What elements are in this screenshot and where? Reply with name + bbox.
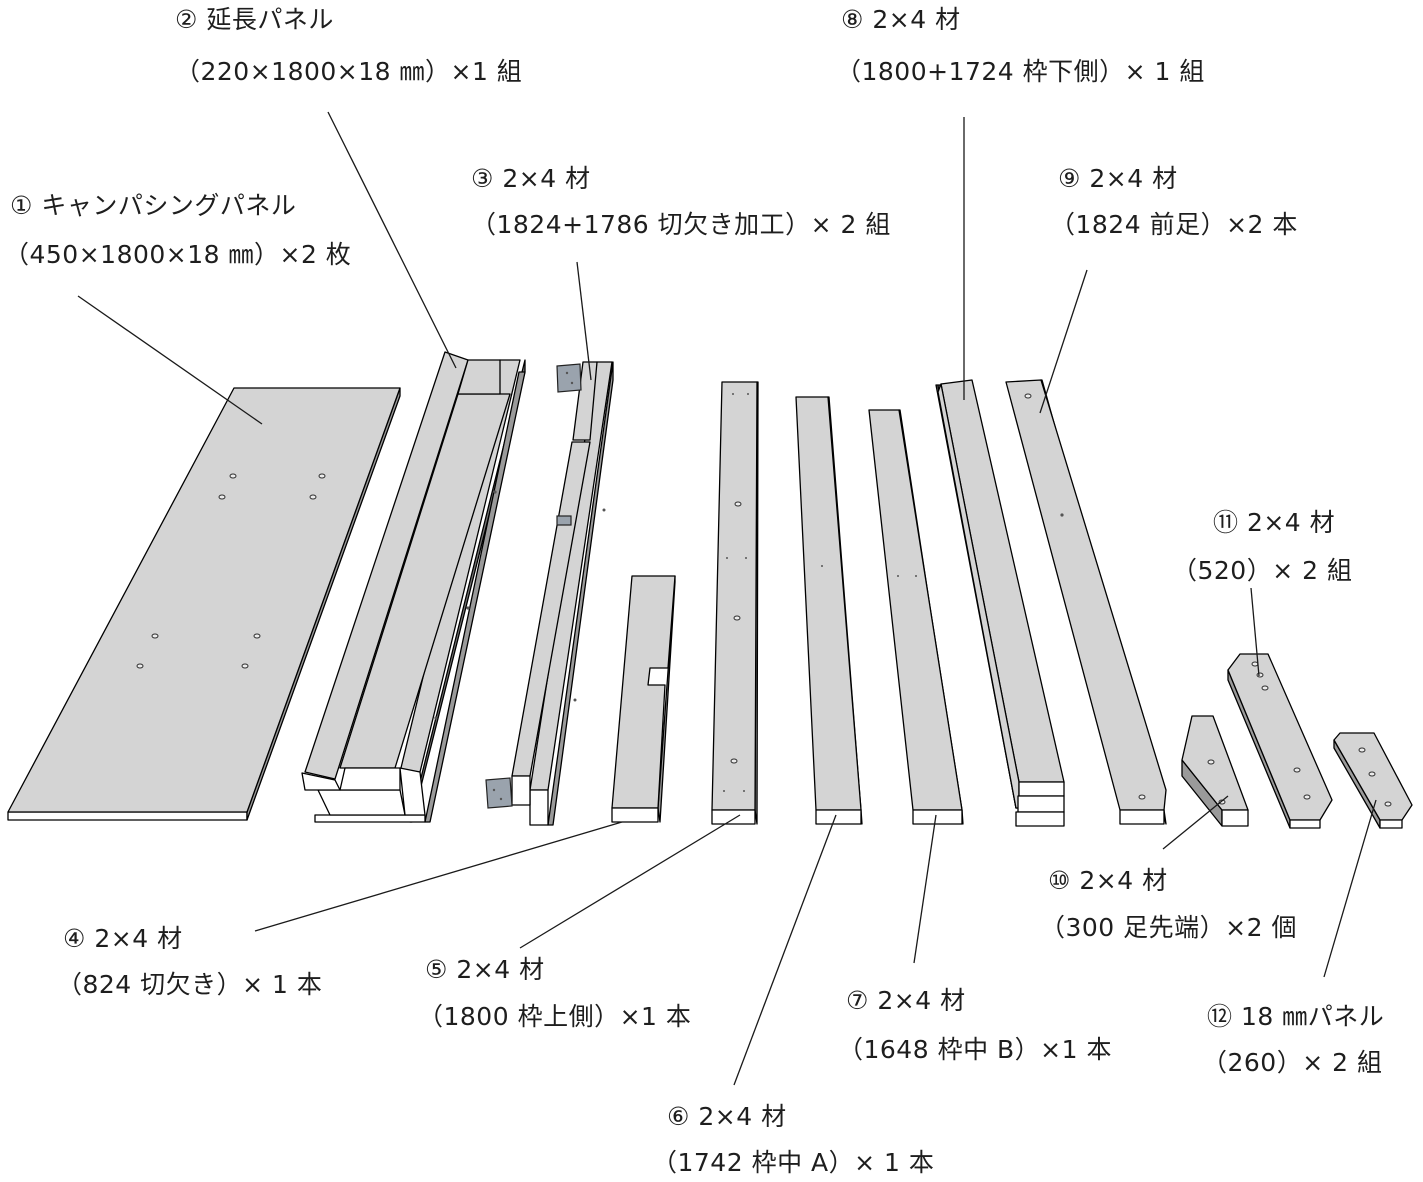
leader-line-5 (519, 814, 741, 949)
leader-line-10 (1162, 795, 1229, 850)
part-12-spec: （260）× 2 組 (1202, 1048, 1383, 1077)
part-3-2x4-pair (485, 361, 614, 826)
leader-line-1 (77, 295, 263, 425)
leader-line-3 (576, 261, 592, 381)
part-11-title: ⑪ 2×4 材 (1213, 508, 1336, 537)
part-1-title: ① キャンパシングパネル (10, 191, 297, 220)
leader-line-9 (1039, 269, 1088, 414)
part-8-2x4-lower-frame (935, 379, 1065, 827)
part-4-spec: （824 切欠き）× 1 本 (57, 970, 323, 999)
part-1-camping-panel (7, 387, 401, 821)
part-4-title: ④ 2×4 材 (63, 924, 183, 953)
part-12-18mm-panel (1333, 732, 1413, 829)
part-5-spec: （1800 枠上側）×1 本 (418, 1002, 692, 1031)
leader-line-6 (733, 814, 837, 1086)
part-8-spec: （1800+1724 枠下側）× 1 組 (836, 57, 1205, 86)
part-2-title: ② 延長パネル (175, 5, 334, 34)
part-3-title: ③ 2×4 材 (471, 164, 591, 193)
leader-line-7 (913, 814, 937, 964)
leader-line-11 (1250, 587, 1260, 677)
leader-line-4 (254, 821, 623, 932)
part-6-spec: （1742 枠中 A）× 1 本 (652, 1148, 935, 1177)
part-8-title: ⑧ 2×4 材 (841, 5, 961, 34)
leader-line-12 (1323, 799, 1377, 978)
part-10-title: ⑩ 2×4 材 (1048, 866, 1168, 895)
part-9-spec: （1824 前足）×2 本 (1050, 210, 1298, 239)
part-2-spec: （220×1800×18 ㎜）×1 組 (175, 57, 523, 86)
part-12-title: ⑫ 18 ㎜パネル (1207, 1002, 1385, 1031)
part-9-title: ⑨ 2×4 材 (1058, 164, 1178, 193)
part-4-2x4-notched (611, 575, 676, 823)
leader-line-2 (327, 111, 457, 369)
part-5-title: ⑤ 2×4 材 (425, 955, 545, 984)
part-11-2x4-520 (1227, 653, 1333, 829)
part-3-spec: （1824+1786 切欠き加工）× 2 組 (471, 210, 891, 239)
part-11-spec: （520）× 2 組 (1172, 556, 1353, 585)
part-7-title: ⑦ 2×4 材 (846, 986, 966, 1015)
leader-lines (77, 111, 1377, 1086)
part-5-2x4-upper-frame (711, 381, 759, 825)
part-10-2x4-foot-tip (1181, 715, 1249, 827)
part-10-spec: （300 足先端）×2 個 (1040, 913, 1297, 942)
part-6-title: ⑥ 2×4 材 (667, 1102, 787, 1131)
part-7-2x4-middle-b (868, 409, 964, 825)
part-6-2x4-middle-a (795, 396, 863, 825)
part-7-spec: （1648 枠中 B）×1 本 (838, 1035, 1112, 1064)
part-1-spec: （450×1800×18 ㎜）×2 枚 (4, 240, 352, 269)
part-2-extension-panel (301, 351, 526, 823)
part-9-2x4-front-leg (1005, 379, 1167, 825)
